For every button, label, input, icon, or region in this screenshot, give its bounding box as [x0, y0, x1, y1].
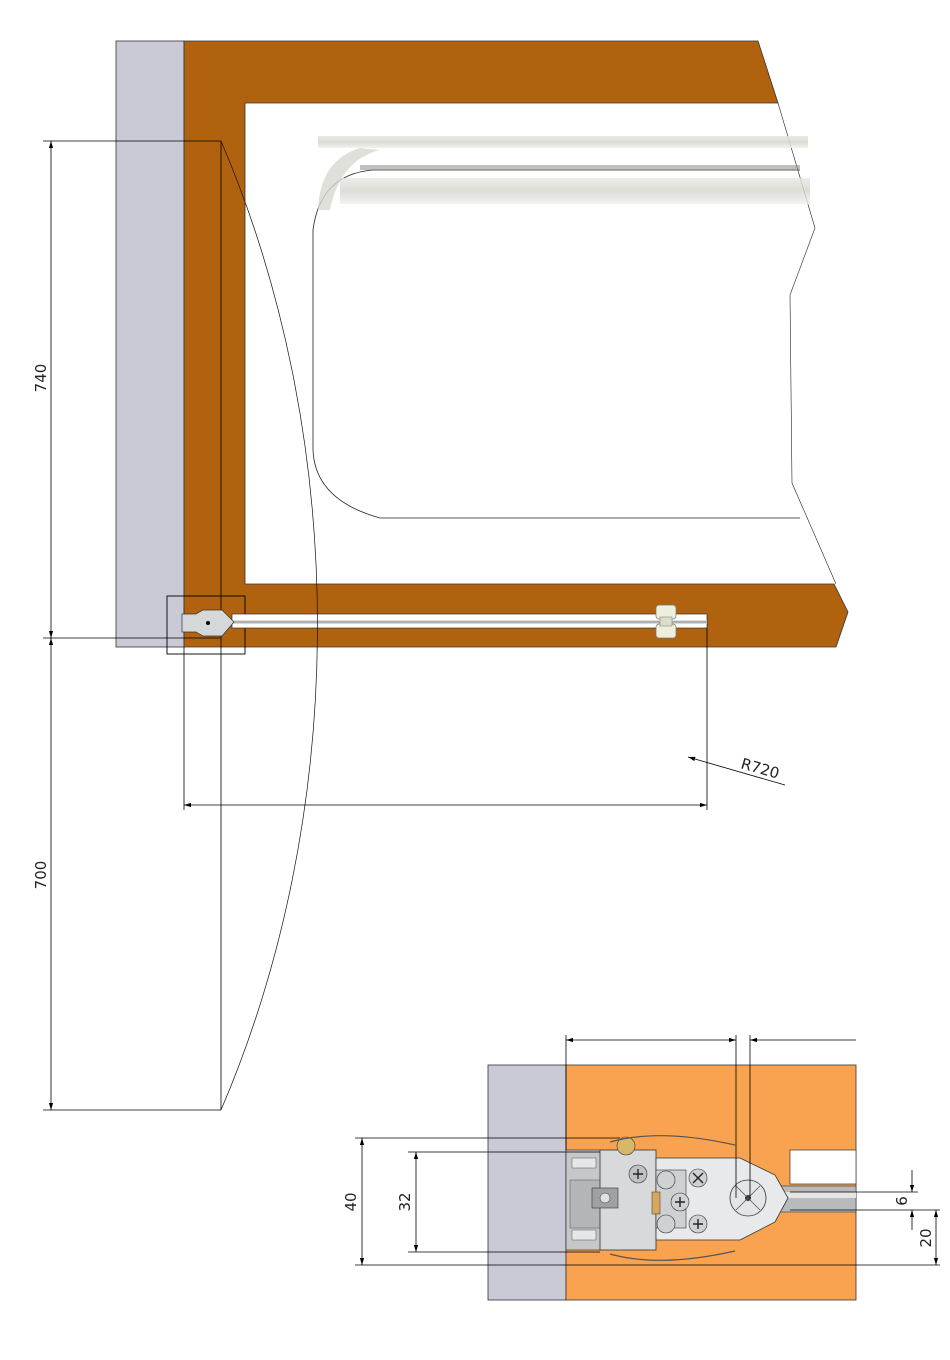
glass-edge	[318, 136, 808, 148]
frame-edge-line	[778, 103, 836, 584]
dim-label-radius: R720	[739, 755, 782, 783]
dim-label-6: 6	[893, 1196, 911, 1206]
dim-label-32: 32	[396, 1192, 414, 1211]
cabinet-frame	[184, 41, 848, 647]
dim-label-40: 40	[342, 1192, 360, 1211]
glass-rail	[360, 165, 800, 170]
glass-edge	[340, 178, 810, 204]
dim-label-20: 20	[917, 1228, 935, 1247]
detail-view: 40 32 6 20	[342, 1035, 940, 1300]
door-outline	[313, 170, 800, 518]
detail-rod	[780, 1186, 856, 1212]
main-view: 740 700 R720	[32, 41, 848, 1110]
dim-label-700: 700	[32, 861, 50, 890]
rail-rod-inner	[232, 620, 707, 624]
dim-label-740: 740	[32, 364, 50, 393]
wall-panel	[116, 41, 184, 647]
detail-slot	[790, 1150, 856, 1184]
